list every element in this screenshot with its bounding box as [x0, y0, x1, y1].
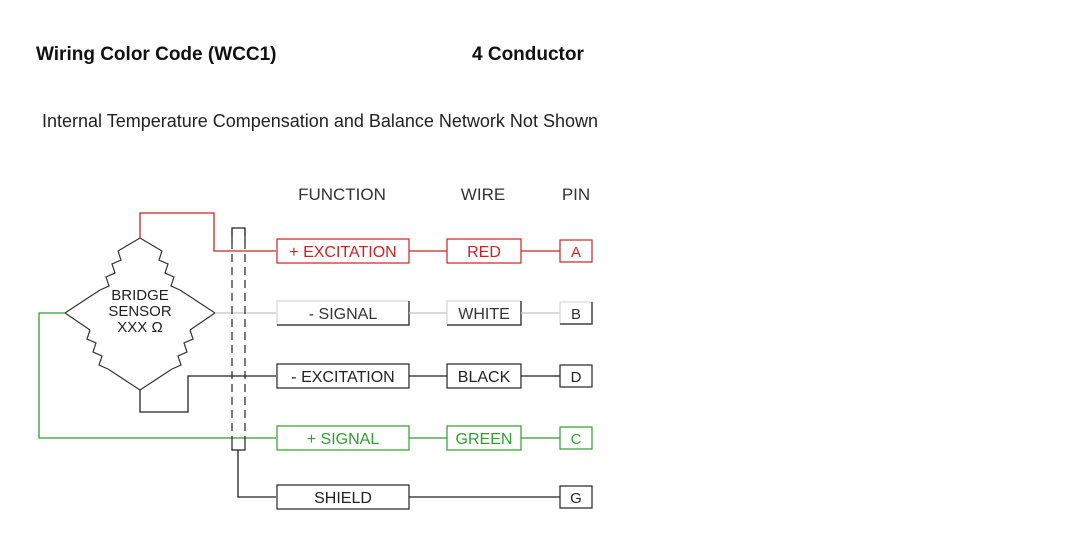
pin-label: G — [570, 490, 582, 507]
pin-column-header: PIN — [562, 185, 590, 204]
function-column-header: FUNCTION — [298, 185, 386, 204]
wire-box-shadow — [447, 301, 522, 326]
pin-box — [559, 426, 593, 450]
wire-label: RED — [467, 244, 501, 261]
function-box — [276, 425, 410, 451]
green-wire-path — [38, 312, 276, 439]
cable-shield — [231, 227, 246, 451]
sensor-label-line3: XXX Ω — [117, 319, 162, 336]
function-label: - SIGNAL — [309, 306, 378, 323]
function-box — [276, 300, 410, 326]
wire-label: WHITE — [458, 306, 510, 323]
function-label: + EXCITATION — [289, 244, 396, 261]
red-wire-path — [139, 212, 276, 252]
pin-label: C — [571, 431, 582, 448]
connection-rows: + EXCITATION RED A - SIGNAL WHITE B - EXCITATI… — [276, 238, 593, 510]
pin-box — [559, 364, 593, 388]
function-box-shadow — [277, 301, 410, 326]
pin-box-shadow — [560, 302, 593, 325]
wire-box — [446, 425, 522, 451]
function-box — [276, 363, 410, 389]
wire-label: BLACK — [458, 369, 511, 386]
wire-box — [446, 363, 522, 389]
connection-row: - EXCITATION BLACK D — [276, 363, 593, 389]
function-box — [276, 238, 410, 264]
diagram-title: Wiring Color Code (WCC1) — [36, 44, 277, 65]
wire-column-header: WIRE — [461, 185, 505, 204]
function-box — [276, 484, 410, 510]
wire-box — [446, 238, 522, 264]
conductor-count: 4 Conductor — [472, 44, 584, 65]
pin-label: D — [571, 369, 582, 386]
function-label: - EXCITATION — [291, 369, 394, 386]
bridge-sensor — [64, 237, 216, 391]
connection-row: SHIELD G — [276, 484, 593, 510]
pin-label: B — [571, 306, 581, 323]
pin-box — [559, 239, 593, 263]
pin-box — [559, 485, 593, 509]
diagram-note: Internal Temperature Compensation and Ba… — [42, 111, 598, 131]
function-label: + SIGNAL — [307, 431, 380, 448]
black-wire-path — [139, 375, 276, 413]
connection-row: + EXCITATION RED A — [276, 238, 593, 264]
pin-label: A — [571, 244, 581, 261]
connection-row: - SIGNAL WHITE B — [276, 300, 593, 326]
wire-label: GREEN — [456, 431, 513, 448]
connection-row: + SIGNAL GREEN C — [276, 425, 593, 451]
sensor-label-line1: BRIDGE — [111, 287, 169, 304]
sensor-label-line2: SENSOR — [108, 303, 172, 320]
shield-wire-path — [237, 450, 276, 498]
function-label: SHIELD — [314, 490, 372, 507]
